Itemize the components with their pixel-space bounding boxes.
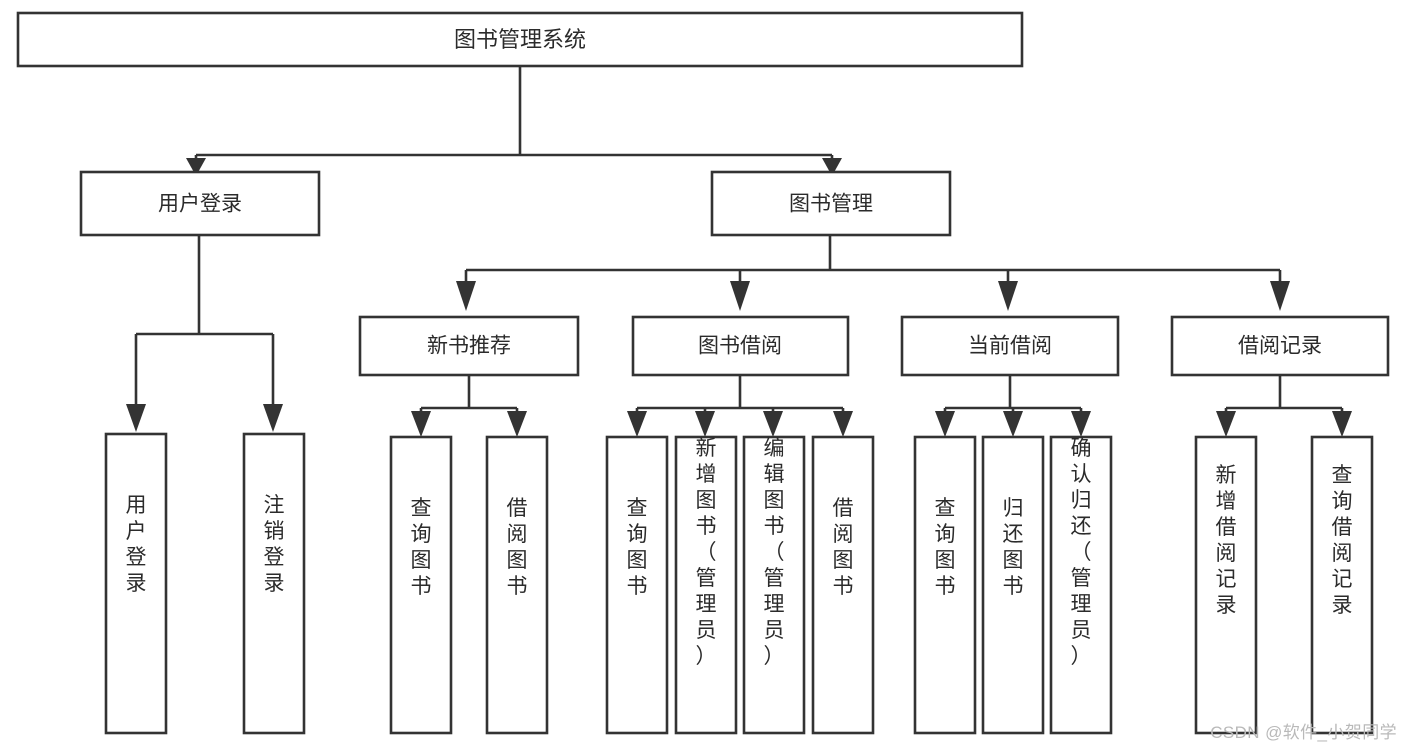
- arrow-to-leaf-user-login: [126, 404, 146, 432]
- node-borrow-record-label: 借阅记录: [1238, 335, 1322, 358]
- node-user-login-box[interactable]: [79, 170, 321, 237]
- node-book-borrow-box[interactable]: [631, 315, 850, 377]
- node-leaf-return-book[interactable]: 归还图书: [981, 435, 1045, 735]
- node-leaf-add-record-label: 新增借阅记录: [1216, 464, 1237, 617]
- node-leaf-query-book-1-label: 查询图书: [411, 497, 432, 598]
- node-leaf-add-record-box[interactable]: [1194, 435, 1258, 735]
- arrow-to-leaf-query-record: [1332, 411, 1352, 437]
- arrow-to-leaf-borrow-book-1: [507, 411, 527, 437]
- node-leaf-query-book-3-box[interactable]: [913, 435, 977, 735]
- node-leaf-query-book-3-label: 查询图书: [935, 497, 956, 598]
- arrow-to-leaf-borrow-book-2: [833, 411, 853, 437]
- node-leaf-query-book-2-label: 查询图书: [627, 497, 648, 598]
- node-leaf-logout-login-label: 注销登录: [264, 494, 285, 595]
- node-leaf-add-book[interactable]: 新增图书（管理员）: [674, 435, 738, 735]
- arrow-to-borrow-record: [1270, 281, 1290, 311]
- arrow-to-book-borrow: [730, 281, 750, 311]
- node-leaf-query-record-box[interactable]: [1310, 435, 1374, 735]
- watermark-text: CSDN @软件_小贺同学: [1210, 723, 1397, 742]
- node-leaf-user-login-box[interactable]: [104, 432, 168, 735]
- node-leaf-borrow-book-2-label: 借阅图书: [833, 497, 854, 598]
- node-leaf-borrow-book-2[interactable]: 借阅图书: [811, 435, 875, 735]
- node-borrow-record-box[interactable]: [1170, 315, 1390, 377]
- node-leaf-add-book-box[interactable]: [674, 435, 738, 735]
- node-leaf-add-book-label: 新增图书（管理员）: [696, 437, 717, 668]
- node-leaf-logout-login[interactable]: 注销登录: [242, 432, 306, 735]
- arrow-to-book-manage: [822, 158, 842, 176]
- node-leaf-confirm-return-label: 确认归还（管理员）: [1071, 437, 1092, 668]
- node-leaf-add-record[interactable]: 新增借阅记录: [1194, 435, 1258, 735]
- node-leaf-query-book-2[interactable]: 查询图书: [605, 435, 669, 735]
- connector-layer: [126, 66, 1352, 437]
- arrow-to-leaf-query-book-3: [935, 411, 955, 437]
- node-leaf-borrow-book-1[interactable]: 借阅图书: [485, 435, 549, 735]
- node-current-borrow-label: 当前借阅: [968, 335, 1052, 358]
- arrow-to-leaf-return-book: [1003, 411, 1023, 437]
- node-leaf-edit-book[interactable]: 编辑图书（管理员）: [742, 435, 806, 735]
- node-leaf-edit-book-label: 编辑图书（管理员）: [764, 437, 785, 668]
- node-user-login-label: 用户登录: [158, 193, 242, 216]
- node-leaf-user-login-label: 用户登录: [126, 494, 147, 595]
- arrow-to-leaf-edit-book: [763, 411, 783, 437]
- node-leaf-query-book-2-box[interactable]: [605, 435, 669, 735]
- arrow-to-leaf-confirm-return: [1071, 411, 1091, 437]
- node-book-borrow-label: 图书借阅: [698, 335, 782, 358]
- arrow-to-new-book-recommend: [456, 281, 476, 311]
- node-leaf-confirm-return-box[interactable]: [1049, 435, 1113, 735]
- node-current-borrow[interactable]: 当前借阅: [900, 315, 1120, 377]
- node-leaf-query-record-label: 查询借阅记录: [1332, 464, 1353, 617]
- arrow-to-leaf-query-book-2: [627, 411, 647, 437]
- node-book-borrow[interactable]: 图书借阅: [631, 315, 850, 377]
- arrow-to-leaf-add-book: [695, 411, 715, 437]
- node-leaf-logout-login-box[interactable]: [242, 432, 306, 735]
- arrow-to-leaf-query-book-1: [411, 411, 431, 437]
- arrow-to-current-borrow: [998, 281, 1018, 311]
- node-leaf-confirm-return[interactable]: 确认归还（管理员）: [1049, 435, 1113, 735]
- node-leaf-return-book-label: 归还图书: [1003, 497, 1024, 598]
- node-leaf-query-record[interactable]: 查询借阅记录: [1310, 435, 1374, 735]
- node-leaf-return-book-box[interactable]: [981, 435, 1045, 735]
- node-leaf-borrow-book-2-box[interactable]: [811, 435, 875, 735]
- arrow-to-user-login: [186, 158, 206, 176]
- arrow-to-leaf-add-record: [1216, 411, 1236, 437]
- node-book-manage[interactable]: 图书管理: [710, 170, 952, 237]
- node-leaf-query-book-1-box[interactable]: [389, 435, 453, 735]
- node-user-login[interactable]: 用户登录: [79, 170, 321, 237]
- node-root-label: 图书管理系统: [454, 27, 586, 52]
- node-new-book-recommend[interactable]: 新书推荐: [358, 315, 580, 377]
- node-borrow-record[interactable]: 借阅记录: [1170, 315, 1390, 377]
- node-leaf-edit-book-box[interactable]: [742, 435, 806, 735]
- arrow-to-leaf-logout-login: [263, 404, 283, 432]
- node-current-borrow-box[interactable]: [900, 315, 1120, 377]
- node-leaf-query-book-1[interactable]: 查询图书: [389, 435, 453, 735]
- node-book-manage-label: 图书管理: [789, 193, 873, 216]
- node-leaf-user-login[interactable]: 用户登录: [104, 432, 168, 735]
- node-leaf-borrow-book-1-box[interactable]: [485, 435, 549, 735]
- node-new-book-recommend-box[interactable]: [358, 315, 580, 377]
- node-leaf-query-book-3[interactable]: 查询图书: [913, 435, 977, 735]
- node-root-box[interactable]: [16, 11, 1024, 68]
- node-new-book-recommend-label: 新书推荐: [427, 335, 511, 358]
- node-book-manage-box[interactable]: [710, 170, 952, 237]
- node-leaf-borrow-book-1-label: 借阅图书: [507, 497, 528, 598]
- node-root[interactable]: 图书管理系统: [16, 11, 1024, 68]
